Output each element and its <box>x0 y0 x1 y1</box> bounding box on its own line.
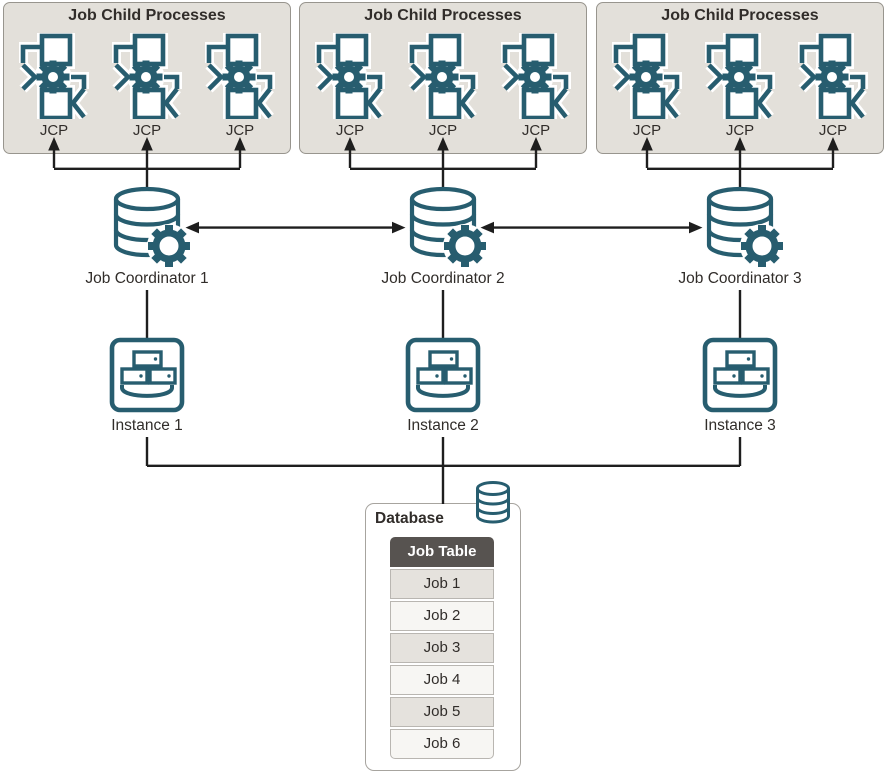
jcp-unit: JCP <box>408 33 478 139</box>
instance-label: Instance 2 <box>407 417 479 434</box>
jcp-unit: JCP <box>612 33 682 139</box>
jcp-unit: JCP <box>205 33 275 139</box>
jcp-process-icon <box>315 33 385 119</box>
jcp-process-icon <box>501 33 571 119</box>
job-coordinator-label: Job Coordinator 1 <box>85 270 209 287</box>
jcp-unit: JCP <box>798 33 868 139</box>
jcp-process-icon <box>19 33 89 119</box>
database-label: Database <box>375 510 444 527</box>
jcp-label: JCP <box>818 122 848 139</box>
instance-label: Instance 3 <box>704 417 776 434</box>
jcp-process-icon <box>205 33 275 119</box>
jcp-box-title: Job Child Processes <box>68 7 226 24</box>
job-coordinator-database-gear-icon <box>704 186 784 270</box>
job-table-row: Job 3 <box>390 633 494 663</box>
jcp-process-icon <box>705 33 775 119</box>
jcp-unit: JCP <box>501 33 571 139</box>
jcp-unit: JCP <box>112 33 182 139</box>
instance-icon <box>702 337 778 413</box>
job-table-row: Job 2 <box>390 601 494 631</box>
jcp-process-icon <box>798 33 868 119</box>
jcp-unit: JCP <box>705 33 775 139</box>
job-table-row: Job 4 <box>390 665 494 695</box>
instance-icon <box>405 337 481 413</box>
jcp-label: JCP <box>632 122 662 139</box>
jcp-label: JCP <box>335 122 365 139</box>
instance-label: Instance 1 <box>111 417 183 434</box>
job-table-row: Job 6 <box>390 729 494 759</box>
job-table-row: Job 1 <box>390 569 494 599</box>
job-coordinator-database-gear-icon <box>407 186 487 270</box>
jcp-box-title: Job Child Processes <box>661 7 819 24</box>
jcp-label: JCP <box>132 122 162 139</box>
instance-icon <box>109 337 185 413</box>
jcp-box-title: Job Child Processes <box>364 7 522 24</box>
job-coordinator-label: Job Coordinator 2 <box>381 270 505 287</box>
jcp-label: JCP <box>39 122 69 139</box>
jcp-process-icon <box>112 33 182 119</box>
job-table-header: Job Table <box>390 537 494 567</box>
job-coordinator-label: Job Coordinator 3 <box>678 270 802 287</box>
database-cylinder-icon <box>474 480 512 526</box>
job-coordinator-database-gear-icon <box>111 186 191 270</box>
jcp-process-icon <box>408 33 478 119</box>
jcp-process-icon <box>612 33 682 119</box>
job-table: Job Table Job 1 Job 2 Job 3 Job 4 Job 5 … <box>390 537 494 759</box>
jcp-unit: JCP <box>19 33 89 139</box>
jcp-unit: JCP <box>315 33 385 139</box>
jcp-label: JCP <box>521 122 551 139</box>
job-table-row: Job 5 <box>390 697 494 727</box>
jcp-label: JCP <box>725 122 755 139</box>
jcp-label: JCP <box>225 122 255 139</box>
jcp-label: JCP <box>428 122 458 139</box>
